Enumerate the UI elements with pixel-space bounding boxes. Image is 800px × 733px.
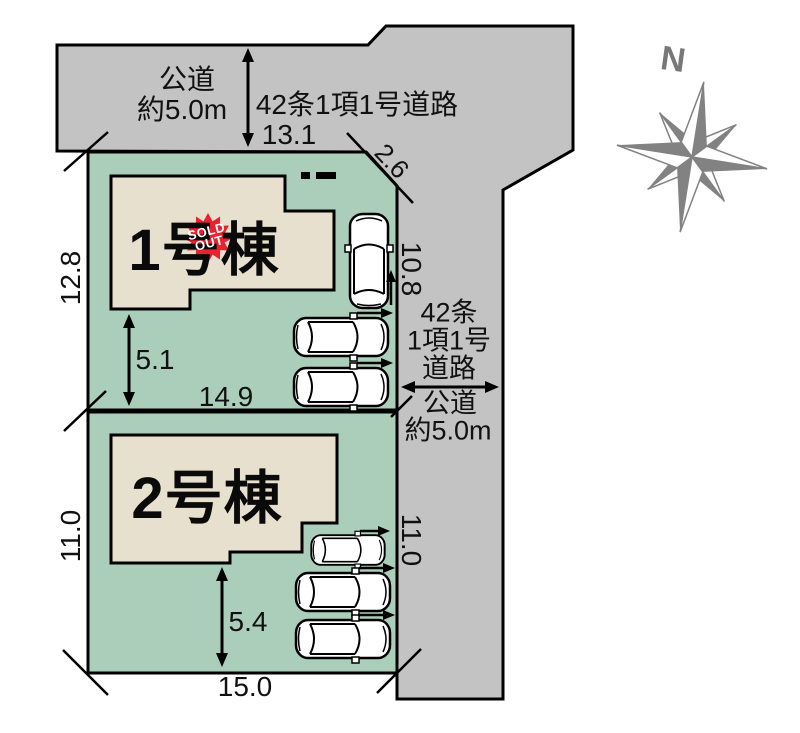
- boundary-ticks: [62, 131, 422, 696]
- dim-top-13-1: 13.1: [261, 119, 317, 150]
- dim-right-road-upper: 10.8: [396, 241, 427, 297]
- car-lot2-a: [310, 526, 390, 570]
- entrance-dash: [301, 172, 310, 179]
- top-road-type: 42条1項1号道路: [255, 89, 459, 120]
- compass-rose: [614, 79, 770, 235]
- dimension-arrows: [123, 48, 499, 667]
- right-road-width: 約5.0m: [404, 415, 492, 446]
- car-lot1-a: [292, 308, 393, 363]
- car-lot1-b: [292, 358, 393, 413]
- dim-plot2-inner: 5.4: [228, 606, 268, 637]
- right-road-name: 公道: [423, 388, 477, 419]
- sold-out-badge: [183, 213, 233, 263]
- right-road-type-3: 道路: [422, 353, 476, 384]
- dim-plot1-bottom: 14.9: [198, 381, 254, 412]
- building2-footprint: [109, 433, 339, 565]
- dim-plot1-inner: 5.1: [135, 344, 175, 375]
- dim-right-road-lower: 11.0: [396, 513, 427, 567]
- right-road-type-2: 1項1号: [406, 325, 492, 356]
- building2-label: 2号棟: [131, 466, 283, 531]
- car-lot2-c: [294, 610, 395, 665]
- entrance-dash: [316, 172, 336, 179]
- top-road-width: 約5.0m: [136, 94, 228, 125]
- car-lot1-vertical: [343, 212, 396, 310]
- dim-plot2-bottom: 15.0: [217, 671, 273, 702]
- dim-plot2-left: 11.0: [55, 509, 86, 563]
- top-road-name: 公道: [158, 64, 216, 95]
- car-lot2-b: [294, 563, 395, 618]
- right-road-type-1: 42条: [420, 297, 478, 328]
- dim-plot1-left: 12.8: [55, 250, 86, 306]
- building1-label: 1号棟: [128, 218, 280, 283]
